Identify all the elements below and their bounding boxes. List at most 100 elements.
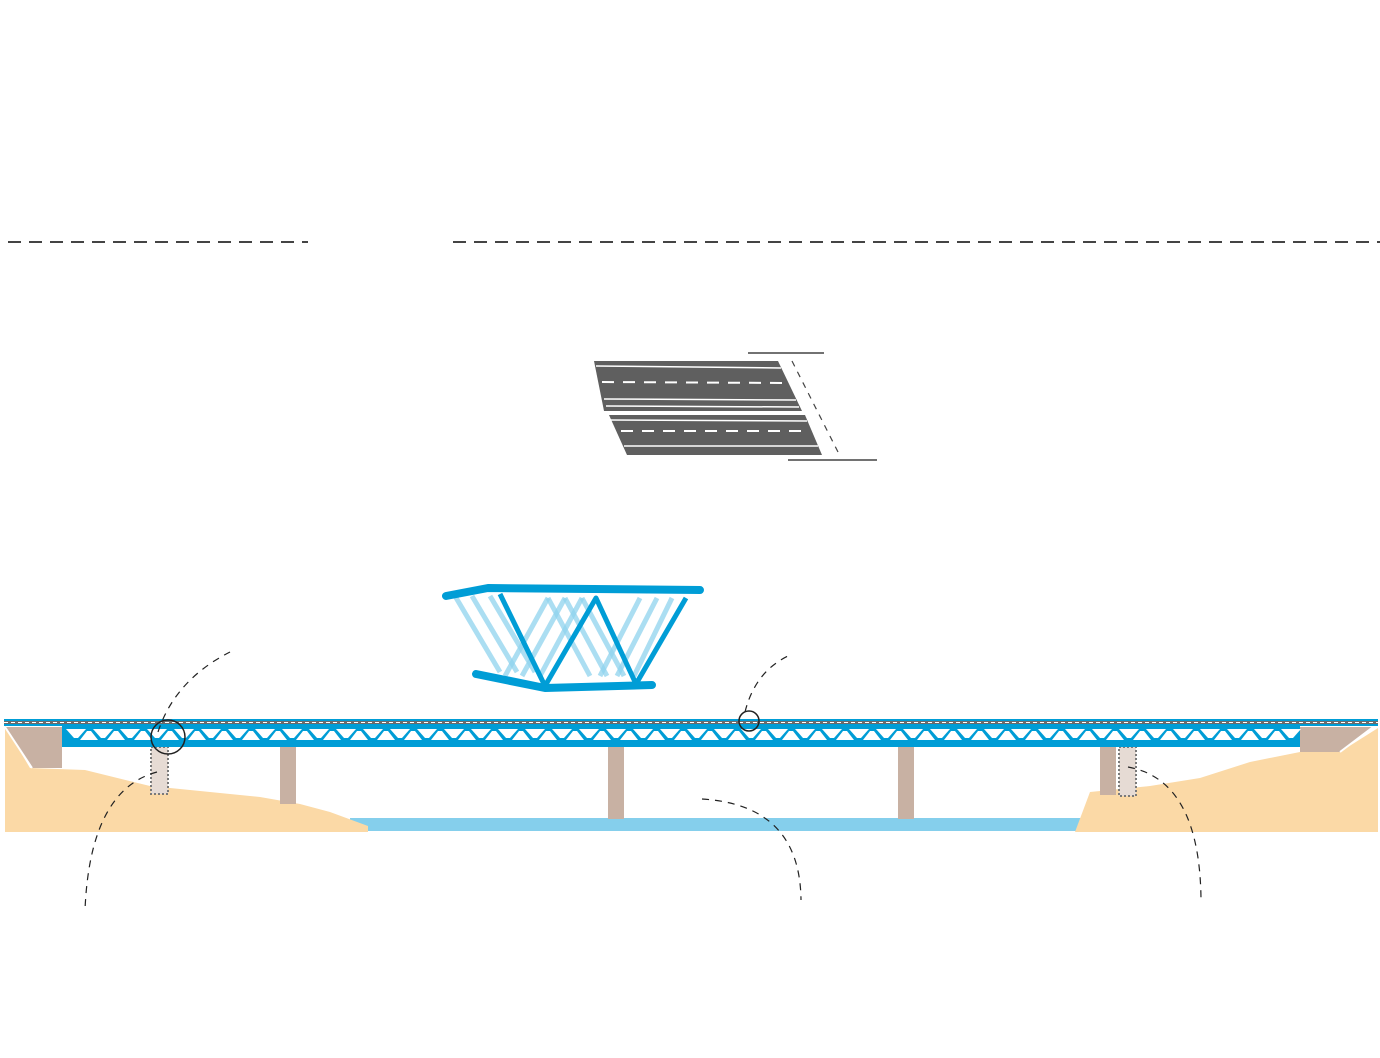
truss-opening <box>1187 731 1205 740</box>
truss-opening <box>944 731 962 740</box>
truss-opening <box>80 731 98 740</box>
truss-opening <box>1079 731 1097 740</box>
bridge-pier <box>1100 747 1116 795</box>
truss-opening <box>593 731 611 740</box>
truss-opening <box>539 731 557 740</box>
leader-arc <box>157 651 231 733</box>
truss-opening <box>93 729 113 738</box>
truss-opening <box>377 731 395 740</box>
leader-arc <box>84 771 158 911</box>
truss-opening <box>1173 729 1193 738</box>
truss-ghost-member <box>469 594 520 674</box>
abutment-edge <box>4 726 33 769</box>
truss-opening <box>188 731 206 740</box>
callout-circle <box>738 710 760 732</box>
truss-opening <box>215 731 233 740</box>
truss-opening <box>350 731 368 740</box>
truss-opening <box>971 731 989 740</box>
truss-opening <box>66 729 86 738</box>
truss-opening <box>1052 731 1070 740</box>
truss-opening <box>1038 729 1058 738</box>
truss-opening <box>836 731 854 740</box>
truss-ghost-member <box>597 596 643 678</box>
truss-opening <box>552 729 572 738</box>
truss-opening <box>890 731 908 740</box>
truss-ghost-member <box>545 596 593 678</box>
truss-opening <box>161 731 179 740</box>
truss-opening <box>1146 729 1166 738</box>
bridge-pier <box>608 747 624 819</box>
truss-ghost-member <box>537 596 585 678</box>
truss-opening <box>566 731 584 740</box>
truss-opening <box>120 729 140 738</box>
truss-ghost-member <box>562 596 610 678</box>
truss-top-chord <box>442 584 704 600</box>
truss-opening <box>228 729 248 738</box>
truss-opening <box>498 729 518 738</box>
road-plan-view <box>594 352 877 461</box>
truss-opening <box>525 729 545 738</box>
truss-opening <box>701 731 719 740</box>
truss-detail <box>442 584 704 692</box>
truss-opening <box>782 731 800 740</box>
road-edge-line <box>595 365 782 369</box>
right-abutment <box>1300 727 1373 752</box>
truss-opening <box>471 729 491 738</box>
truss-opening <box>363 729 383 738</box>
truss-opening <box>768 729 788 738</box>
truss-diagonals <box>497 592 689 689</box>
lane-divider-dashed <box>601 381 785 384</box>
truss-opening <box>1119 729 1139 738</box>
road-edge-line <box>609 419 808 422</box>
dimension-line-slant <box>791 360 839 453</box>
truss-opening <box>282 729 302 738</box>
truss-opening <box>687 729 707 738</box>
truss-opening <box>390 729 410 738</box>
truss-opening <box>485 731 503 740</box>
truss-opening <box>336 729 356 738</box>
truss-opening <box>674 731 692 740</box>
truss-opening <box>107 731 125 740</box>
truss-opening <box>876 729 896 738</box>
abutment-edge <box>1339 726 1374 753</box>
leader-arc <box>701 798 802 901</box>
truss-opening <box>660 729 680 738</box>
truss-opening <box>417 729 437 738</box>
truss-ghost-member <box>487 594 538 674</box>
truss-opening <box>1160 731 1178 740</box>
truss-opening <box>606 729 626 738</box>
truss-opening <box>323 731 341 740</box>
truss-opening <box>903 729 923 738</box>
truss-opening <box>1025 731 1043 740</box>
truss-opening <box>849 729 869 738</box>
truss-ghost-member <box>631 596 675 678</box>
truss-opening <box>201 729 221 738</box>
truss-opening <box>1227 729 1247 738</box>
truss-opening <box>1254 729 1274 738</box>
truss-opening <box>647 731 665 740</box>
leader-arc <box>744 655 789 713</box>
truss-opening <box>633 729 653 738</box>
bridge-pier <box>280 747 296 804</box>
truss-ghost-member <box>502 596 551 678</box>
truss-opening <box>296 731 314 740</box>
truss-opening <box>404 731 422 740</box>
truss-opening <box>255 729 275 738</box>
left-abutment <box>5 727 62 768</box>
truss-opening <box>1268 731 1286 740</box>
proposed-pier-outline <box>1118 746 1137 797</box>
callout-circle <box>150 719 186 755</box>
truss-opening <box>930 729 950 738</box>
truss-opening <box>957 729 977 738</box>
truss-opening <box>1214 731 1232 740</box>
right-riverbank <box>1075 728 1378 832</box>
road-edge-line <box>603 398 797 401</box>
truss-opening <box>620 731 638 740</box>
truss-opening <box>458 731 476 740</box>
truss-opening <box>1281 729 1301 738</box>
truss-opening <box>1065 729 1085 738</box>
truss-opening <box>984 729 1004 738</box>
truss-opening <box>998 731 1016 740</box>
truss-opening <box>1106 731 1124 740</box>
